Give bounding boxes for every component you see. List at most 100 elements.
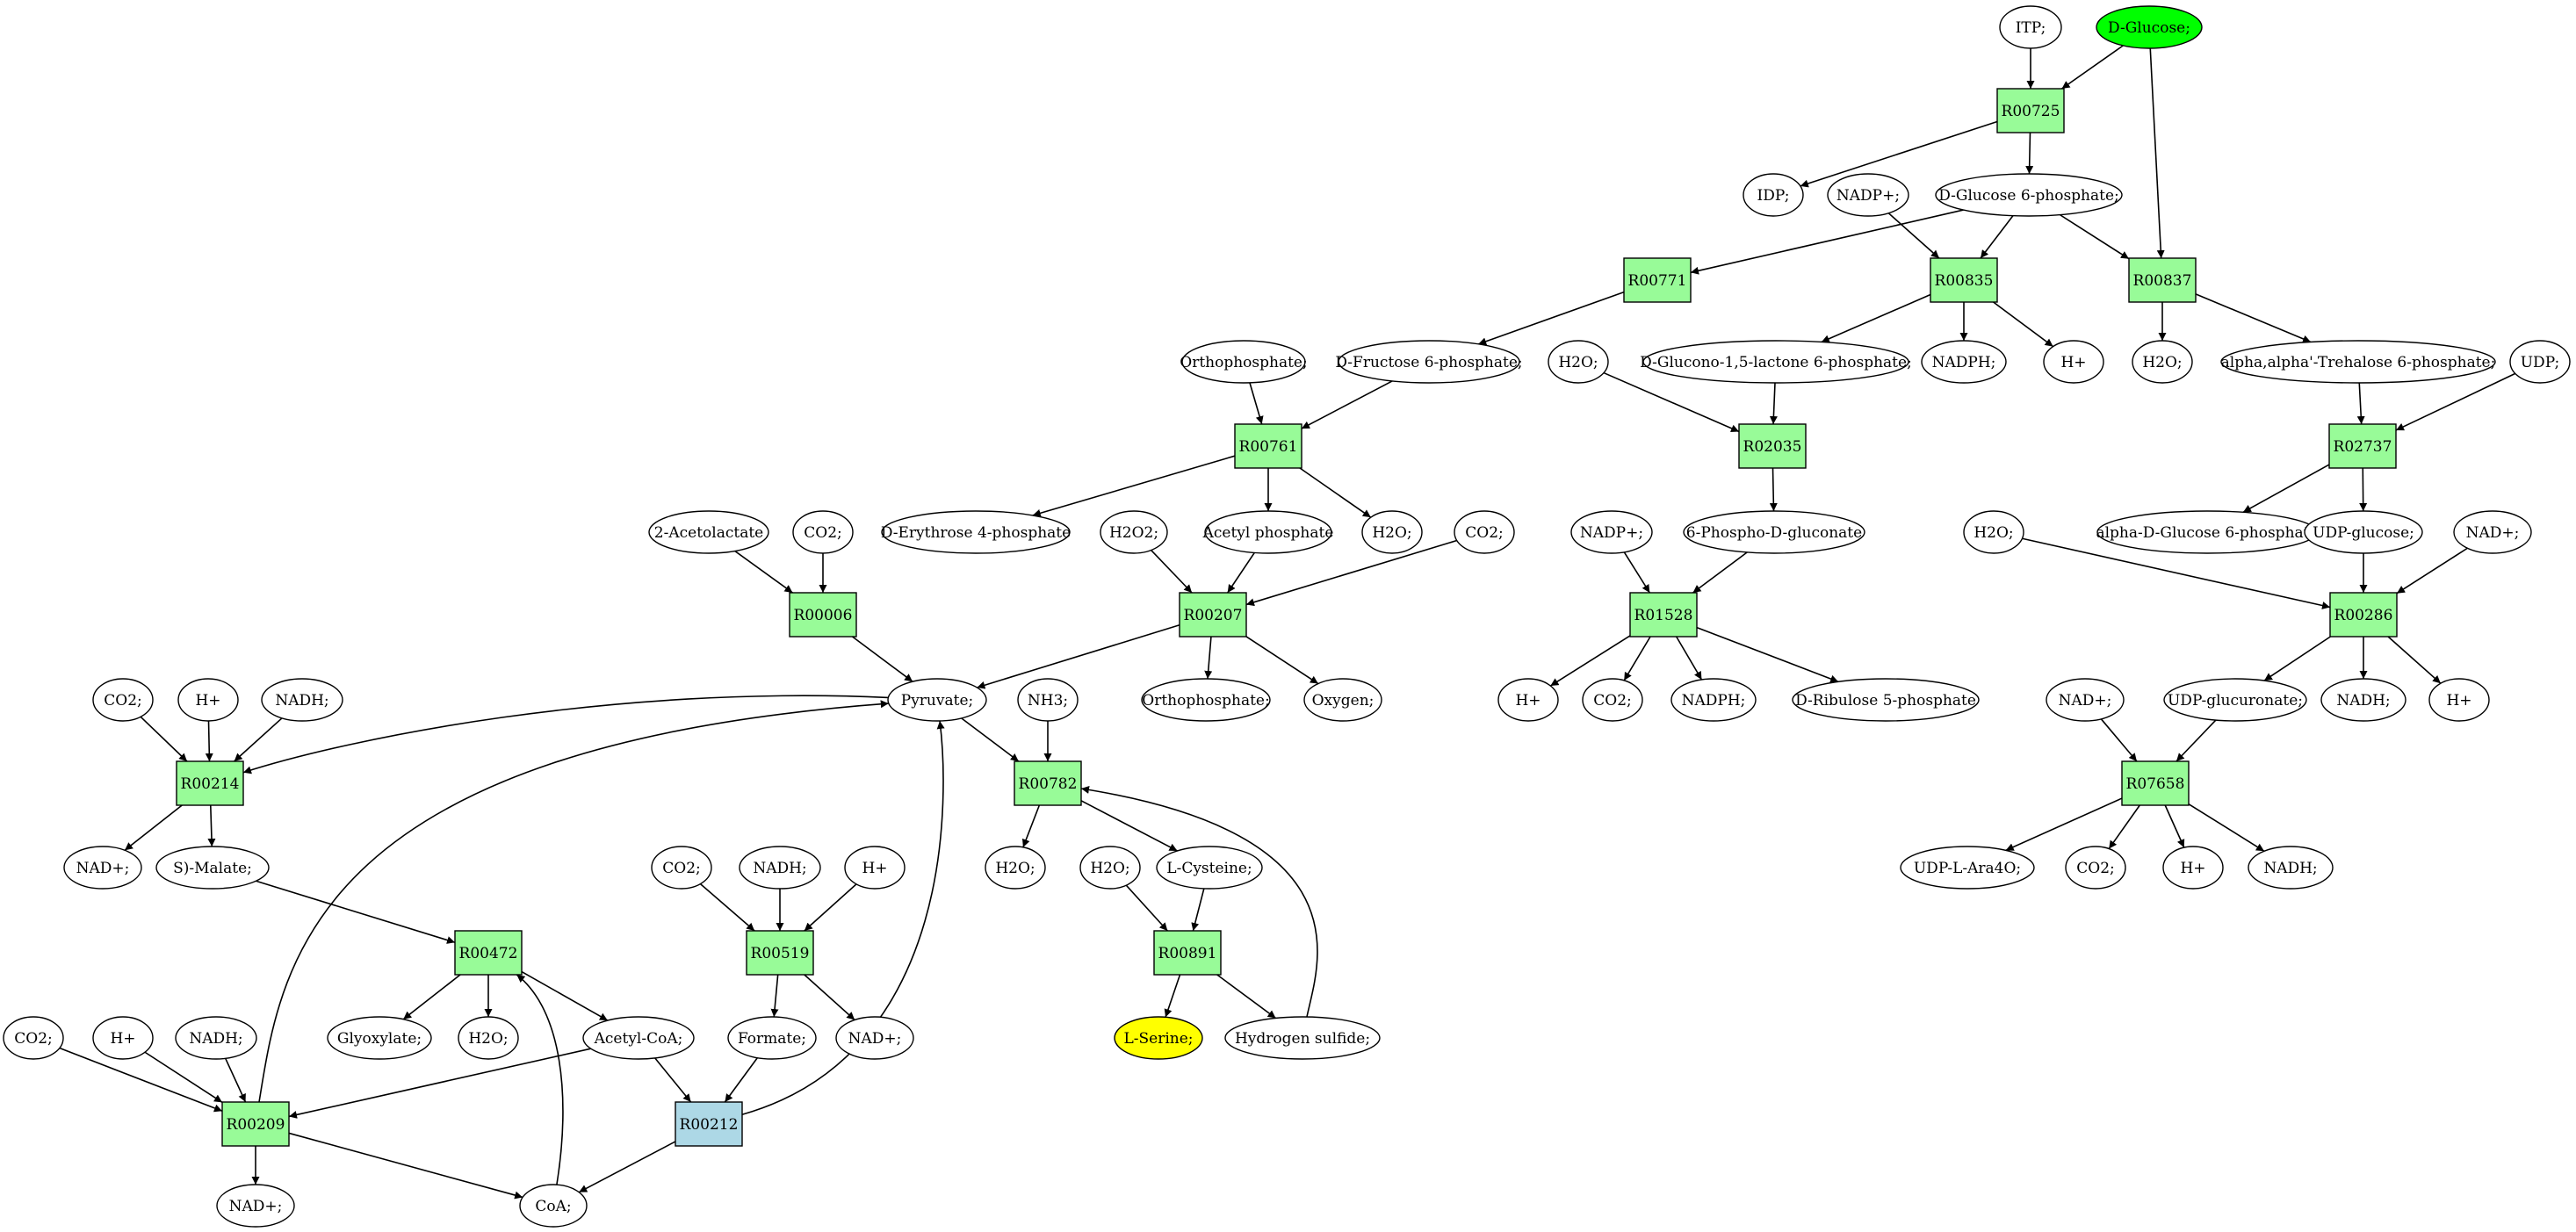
compound-node-ribulose[interactable]: D-Ribulose 5-phosphate <box>1792 678 1980 722</box>
compound-node-nh3[interactable]: NH3; <box>1017 678 1079 722</box>
node-label: NAD+; <box>2059 692 2112 710</box>
reaction-node-r00835[interactable]: R00835 <box>1930 257 1998 303</box>
compound-node-co2g[interactable]: CO2; <box>3 1016 64 1060</box>
compound-ellipse <box>2248 846 2334 890</box>
reaction-node-r00725[interactable]: R00725 <box>1996 88 2065 133</box>
compound-node-oxygen[interactable]: Oxygen; <box>1303 678 1382 722</box>
reaction-node-r00891[interactable]: R00891 <box>1153 930 1222 976</box>
compound-node-hplus3[interactable]: H+ <box>1497 678 1559 722</box>
compound-node-co2a[interactable]: CO2; <box>792 510 854 554</box>
compound-node-udpara[interactable]: UDP-L-Ara4O; <box>1900 846 2035 890</box>
compound-node-trehalose[interactable]: alpha,alpha'-Trehalose 6-phosphate; <box>2220 340 2496 384</box>
node-label: R00761 <box>1239 438 1298 456</box>
edge-nadh1-to-r00214 <box>234 717 283 762</box>
compound-node-nadh5[interactable]: NADH; <box>175 1016 257 1060</box>
compound-node-nad4[interactable]: NAD+; <box>835 1016 914 1060</box>
reaction-node-r00209[interactable]: R00209 <box>221 1101 290 1147</box>
node-label: H2O; <box>2142 354 2182 371</box>
compound-node-h2s[interactable]: Hydrogen sulfide; <box>1224 1016 1381 1060</box>
reaction-node-r00472[interactable]: R00472 <box>454 930 523 976</box>
compound-node-formate[interactable]: Formate; <box>727 1016 817 1060</box>
compound-node-hplus7[interactable]: H+ <box>92 1016 154 1060</box>
compound-node-co2d[interactable]: CO2; <box>1582 678 1643 722</box>
node-label: H+ <box>2060 354 2086 371</box>
compound-node-coa[interactable]: CoA; <box>519 1184 588 1228</box>
node-label: R00771 <box>1628 272 1687 290</box>
compound-node-dglucose[interactable]: D-Glucose; <box>2096 5 2203 49</box>
compound-node-glucono[interactable]: D-Glucono-1,5-lactone 6-phosphate; <box>1640 340 1912 384</box>
compound-node-nadph1[interactable]: NADPH; <box>1921 340 2007 384</box>
node-label: Hydrogen sulfide; <box>1235 1030 1370 1048</box>
compound-node-nad2[interactable]: NAD+; <box>2046 678 2125 722</box>
compound-node-orthop1[interactable]: Orthophosphate; <box>1180 340 1308 384</box>
reaction-node-r00771[interactable]: R00771 <box>1623 257 1692 303</box>
compound-node-co2f[interactable]: CO2; <box>2065 846 2126 890</box>
compound-node-acetylp[interactable]: Acetyl phosphate <box>1202 510 1334 554</box>
edge-h2o4-to-r00286 <box>2022 537 2331 609</box>
reaction-node-r00286[interactable]: R00286 <box>2329 592 2398 638</box>
compound-node-acetolactate[interactable]: 2-Acetolactate <box>648 510 769 554</box>
compound-node-h2o7[interactable]: H2O; <box>458 1016 519 1060</box>
compound-node-udpglucuronate[interactable]: UDP-glucuronate; <box>2163 678 2307 722</box>
compound-node-h2o3[interactable]: H2O; <box>1361 510 1423 554</box>
node-label: R00519 <box>751 945 810 962</box>
compound-node-hplus4[interactable]: H+ <box>2428 678 2490 722</box>
reaction-node-r00212[interactable]: R00212 <box>675 1101 743 1147</box>
reaction-node-r00207[interactable]: R00207 <box>1179 592 1247 638</box>
compound-node-cysteine[interactable]: L-Cysteine; <box>1156 846 1263 890</box>
compound-node-udp[interactable]: UDP; <box>2509 340 2571 384</box>
compound-node-hplus5[interactable]: H+ <box>844 846 906 890</box>
compound-node-nadp2[interactable]: NADP+; <box>1570 510 1653 554</box>
compound-node-co2b[interactable]: CO2; <box>1454 510 1515 554</box>
compound-node-f6p[interactable]: D-Fructose 6-phosphate; <box>1335 340 1523 384</box>
compound-node-idp[interactable]: IDP; <box>1743 173 1804 217</box>
reaction-node-r00006[interactable]: R00006 <box>789 592 857 638</box>
compound-node-pyruvate[interactable]: Pyruvate; <box>887 678 987 722</box>
compound-node-aglc6p[interactable]: alpha-D-Glucose 6-phosphate <box>2096 510 2319 554</box>
compound-node-erythrose[interactable]: D-Erythrose 4-phosphate <box>881 510 1071 554</box>
compound-node-itp[interactable]: ITP; <box>1999 5 2062 49</box>
compound-node-h2o4[interactable]: H2O; <box>1963 510 2024 554</box>
compound-node-co2e[interactable]: CO2; <box>651 846 712 890</box>
reaction-node-r07658[interactable]: R07658 <box>2121 760 2190 806</box>
compound-node-h2o2b[interactable]: H2O2; <box>1100 510 1168 554</box>
compound-node-nad1[interactable]: NAD+; <box>2453 510 2532 554</box>
reaction-node-r01528[interactable]: R01528 <box>1629 592 1698 638</box>
compound-node-nadh2[interactable]: NADH; <box>2320 678 2406 722</box>
reaction-node-r00837[interactable]: R00837 <box>2128 257 2197 303</box>
compound-node-nadph2[interactable]: NADPH; <box>1670 678 1757 722</box>
compound-node-nadh3[interactable]: NADH; <box>739 846 821 890</box>
compound-node-lserine[interactable]: L-Serine; <box>1114 1016 1203 1060</box>
compound-node-hplus1[interactable]: H+ <box>2043 340 2104 384</box>
compound-node-h2o2[interactable]: H2O; <box>2132 340 2193 384</box>
reaction-node-r02035[interactable]: R02035 <box>1738 423 1807 469</box>
compound-node-nadh4[interactable]: NADH; <box>2248 846 2334 890</box>
compound-node-h2o5[interactable]: H2O; <box>985 846 1046 890</box>
compound-node-nad3[interactable]: NAD+; <box>63 846 142 890</box>
compound-node-udpglucose[interactable]: UDP-glucose; <box>2304 510 2423 554</box>
compound-node-g6p[interactable]: D-Glucose 6-phosphate; <box>1935 173 2123 217</box>
compound-node-co2c[interactable]: CO2; <box>92 678 154 722</box>
compound-node-malate[interactable]: S)-Malate; <box>155 846 270 890</box>
compound-node-hplus2[interactable]: H+ <box>177 678 239 722</box>
compound-node-nad5[interactable]: NAD+; <box>216 1184 295 1228</box>
edge-r00209-to-pyruvate <box>258 700 889 1103</box>
compound-node-glyoxylate[interactable]: Glyoxylate; <box>327 1016 432 1060</box>
reaction-node-r00519[interactable]: R00519 <box>746 930 814 976</box>
compound-node-hplus6[interactable]: H+ <box>2162 846 2224 890</box>
reaction-node-r00761[interactable]: R00761 <box>1234 423 1302 469</box>
node-label: D-Glucono-1,5-lactone 6-phosphate; <box>1640 354 1912 371</box>
reaction-node-r00214[interactable]: R00214 <box>176 760 244 806</box>
compound-node-nadh1[interactable]: NADH; <box>261 678 343 722</box>
compound-node-acetylcoa[interactable]: Acetyl-CoA; <box>582 1016 695 1060</box>
reaction-node-r00782[interactable]: R00782 <box>1014 760 1082 806</box>
compound-node-phosphogluconate[interactable]: 6-Phospho-D-gluconate <box>1683 510 1865 554</box>
compound-node-h2o6[interactable]: H2O; <box>1079 846 1141 890</box>
compound-ellipse <box>739 846 821 890</box>
reaction-node-r02737[interactable]: R02737 <box>2328 423 2397 469</box>
compound-node-nadp1[interactable]: NADP+; <box>1827 173 1909 217</box>
compound-node-orthop2[interactable]: Orthophosphate; <box>1141 678 1271 722</box>
node-label: CO2; <box>104 692 142 710</box>
compound-node-h2o1[interactable]: H2O; <box>1548 340 1609 384</box>
node-label: H2O; <box>995 860 1035 877</box>
